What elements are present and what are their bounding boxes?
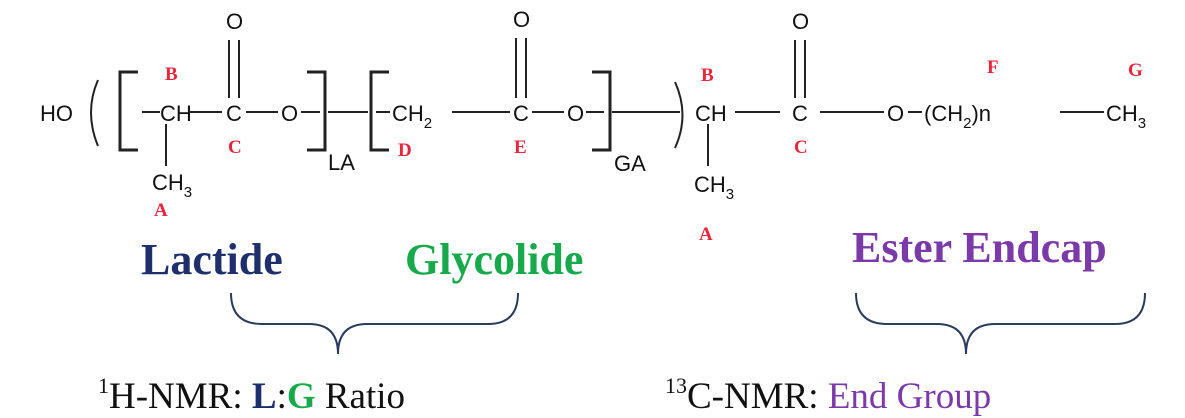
endcap-title: Ester Endcap xyxy=(852,223,1107,272)
lactide-title: Lactide xyxy=(141,235,283,284)
right-curly-brace xyxy=(855,292,1146,355)
brackets xyxy=(90,70,684,152)
ch2-atom: CH2 xyxy=(392,101,432,132)
label-c: C xyxy=(794,137,808,158)
lactide-open-bracket xyxy=(118,70,138,152)
bonds xyxy=(142,38,1104,166)
open-paren xyxy=(90,79,99,147)
label-b: B xyxy=(701,65,714,86)
glycolide-title: Glycolide xyxy=(405,235,583,284)
atoms: HO CH C O O CH3 LA CH2 C O O GA CH CH3 C… xyxy=(40,7,1146,203)
h-nmr-caption: 1H-NMR: L:G Ratio xyxy=(98,373,405,417)
oxygen-atom: O xyxy=(887,101,904,126)
oxygen-atom: O xyxy=(567,101,584,126)
label-e: E xyxy=(514,137,527,158)
label-a: A xyxy=(154,200,168,221)
carbon-atom: C xyxy=(513,101,529,126)
label-a: A xyxy=(699,224,713,245)
label-g: G xyxy=(1128,60,1143,81)
c-nmr-caption: 13C-NMR: End Group xyxy=(665,373,991,417)
glycolide-open-bracket xyxy=(369,70,389,152)
oxygen-atom: O xyxy=(792,9,809,34)
label-f: F xyxy=(987,57,999,78)
ga-subscript: GA xyxy=(614,151,646,176)
endcap-chain: (CH2)n xyxy=(924,101,991,132)
terminal-ch3-atom: CH3 xyxy=(1106,101,1146,132)
left-curly-brace xyxy=(230,292,519,355)
la-subscript: LA xyxy=(328,150,355,175)
ch-atom: CH xyxy=(695,101,727,126)
ch3-atom: CH3 xyxy=(694,172,734,203)
label-d: D xyxy=(398,140,412,161)
carbon-atom: C xyxy=(792,101,808,126)
braces xyxy=(230,292,1146,355)
section-titles: Lactide Glycolide Ester Endcap xyxy=(141,223,1107,284)
close-paren xyxy=(674,81,684,149)
glycolide-close-bracket xyxy=(592,70,612,152)
assignment-labels: B C A D E B C A F G xyxy=(154,57,1143,245)
ho-group: HO xyxy=(40,101,73,126)
oxygen-atom: O xyxy=(226,9,243,34)
ch3-atom: CH3 xyxy=(152,170,192,201)
carbon-atom: C xyxy=(226,101,242,126)
label-b: B xyxy=(165,64,178,85)
oxygen-atom: O xyxy=(513,7,530,32)
label-c: C xyxy=(228,137,242,158)
oxygen-atom: O xyxy=(281,101,298,126)
lactide-close-bracket xyxy=(307,70,327,152)
ch-atom: CH xyxy=(160,101,192,126)
